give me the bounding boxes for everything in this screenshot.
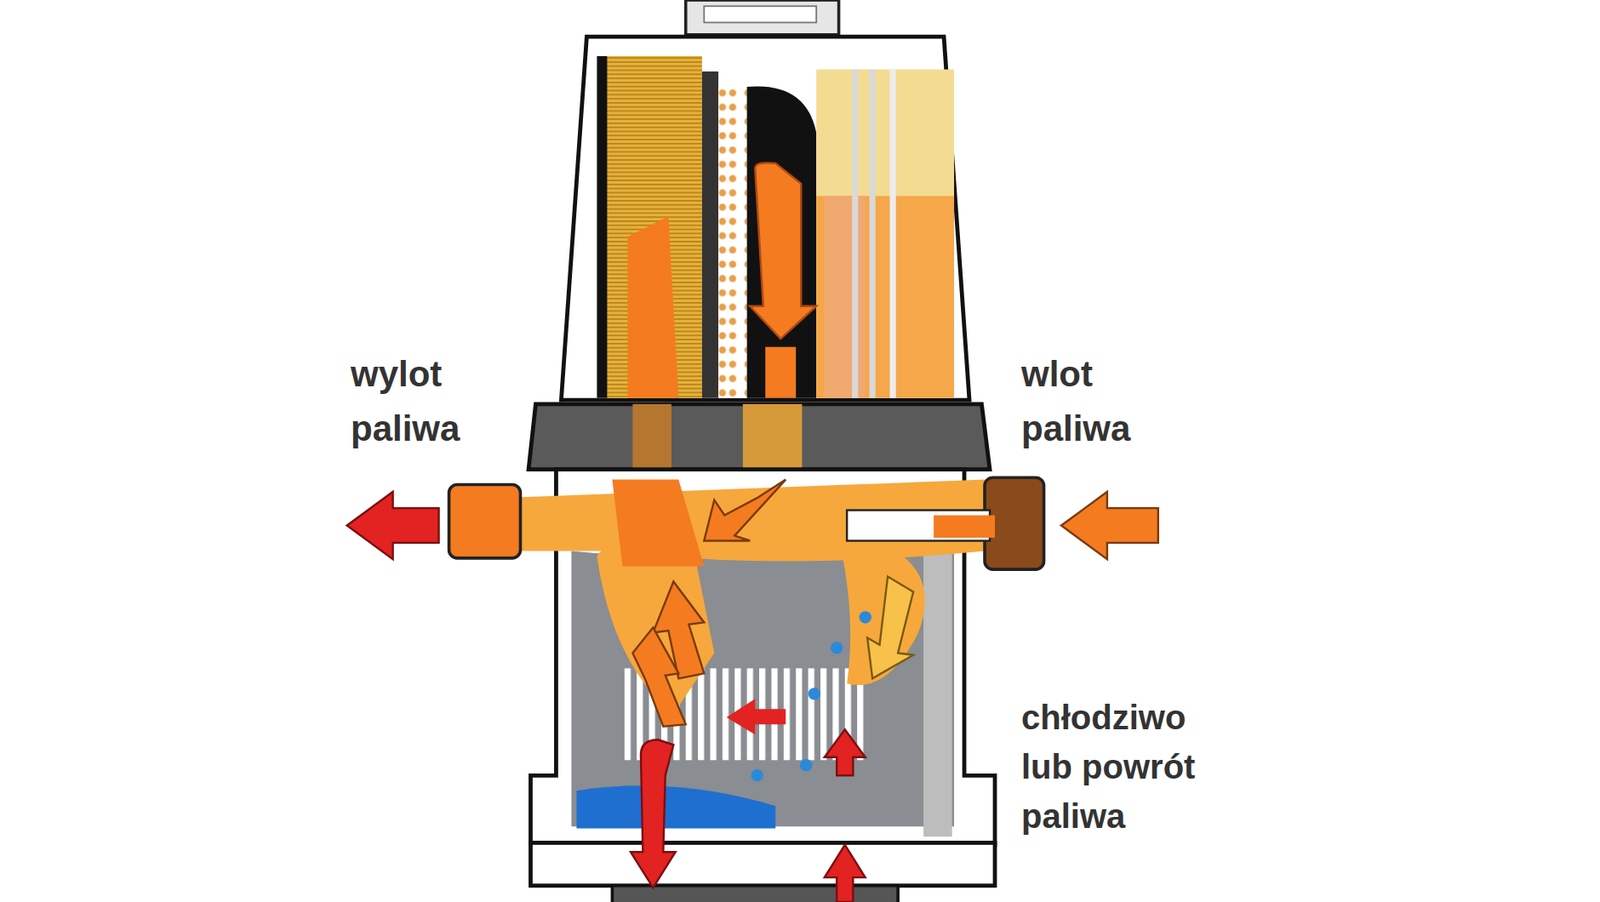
- housing-wall: [923, 531, 953, 838]
- outlet-arrow: [347, 491, 440, 560]
- bottom-plate: [530, 842, 995, 886]
- water-drop: [750, 769, 763, 782]
- coolant-arrow-up: [824, 845, 866, 902]
- filter-head: [528, 404, 990, 470]
- flow-arrow: [726, 698, 787, 735]
- inlet-label: wlot paliwa: [1021, 347, 1166, 457]
- filter-media: [604, 56, 703, 399]
- filter-bowl: [560, 36, 970, 400]
- coolant-arrow-up: [824, 729, 866, 776]
- perforated-tube: [718, 86, 748, 399]
- head-passage: [742, 404, 803, 470]
- head-passage: [632, 404, 672, 470]
- water: [576, 785, 776, 829]
- heater-base: [611, 885, 898, 902]
- filter-cap: [685, 0, 840, 35]
- water-drop: [808, 687, 821, 700]
- water-drop: [830, 641, 843, 654]
- water-drop: [800, 759, 812, 772]
- flow-arrow: [632, 627, 686, 726]
- water-drop: [859, 611, 872, 623]
- outlet-fitting: [449, 485, 521, 559]
- flow-channel: [611, 480, 704, 567]
- inlet-arrow: [1061, 491, 1159, 560]
- coolant-arrow-down: [630, 739, 676, 888]
- flow-arrow: [867, 576, 914, 679]
- flow-arrow-down: [749, 162, 817, 339]
- element-line: [890, 69, 897, 399]
- flow-channel: [836, 531, 926, 686]
- center-tube: [747, 85, 818, 398]
- media-edge: [596, 56, 607, 399]
- flow-down: [765, 347, 796, 399]
- media-stripe: [702, 71, 719, 399]
- fuel-level: [816, 195, 955, 398]
- inlet-flow: [933, 515, 995, 538]
- outlet-label: wylot paliwa: [350, 347, 496, 457]
- outer-chamber: [816, 69, 955, 399]
- flow-up: [627, 216, 679, 398]
- coolant-label: chłodziwo lub powrót paliwa: [1021, 692, 1205, 841]
- cap-detail: [703, 5, 817, 23]
- flow-arrow: [703, 480, 786, 542]
- fuel-level-shade: [824, 195, 866, 398]
- element-line: [851, 69, 858, 399]
- element-line: [869, 69, 876, 399]
